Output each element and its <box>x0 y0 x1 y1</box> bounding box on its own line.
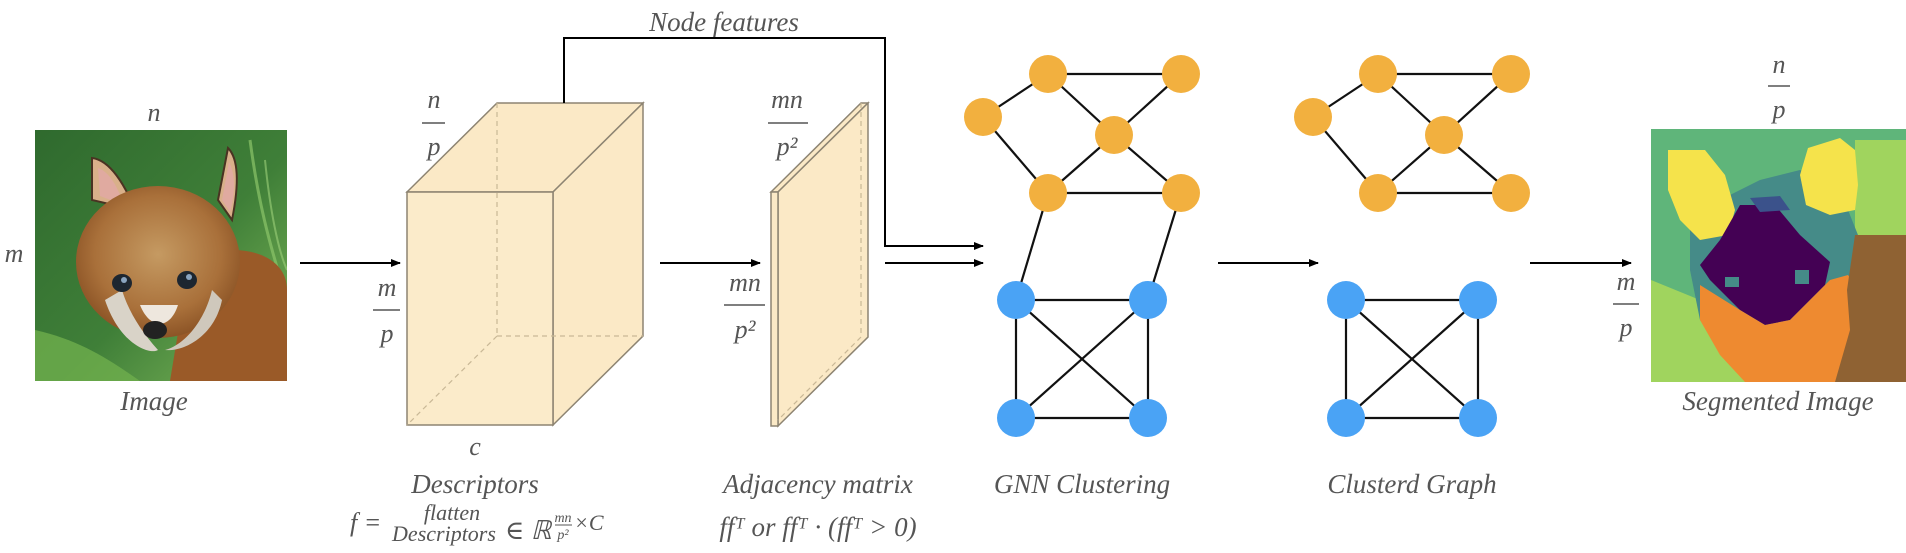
formula-exp-num: mn <box>554 511 571 526</box>
gnn-node-b3 <box>997 399 1035 437</box>
image-height-label: m <box>5 239 24 268</box>
adjacency-dims: mn p² mn p² <box>724 85 808 344</box>
slab-front-face <box>770 191 779 427</box>
adjacency-dim-left-num: mn <box>729 268 761 297</box>
node-features-connector <box>563 37 984 250</box>
descriptors-caption: Descriptors <box>410 469 539 499</box>
formula-exp-den: p² <box>556 528 569 543</box>
formula-in: ∈ ℝ <box>505 516 553 545</box>
gnn-node-b1 <box>997 281 1035 319</box>
fox-photo <box>35 130 287 381</box>
descriptors-dim-left-den: p <box>379 319 394 348</box>
segmented-dim-top-den: p <box>1771 95 1786 124</box>
descriptors-tensor <box>405 101 645 427</box>
descriptors-dim-top-num: n <box>428 85 441 114</box>
segmented-dim-left-den: p <box>1618 313 1633 342</box>
formula-over: flatten <box>424 500 480 525</box>
descriptors-dim-bottom: c <box>469 432 481 461</box>
adjacency-caption: Adjacency matrix <box>721 469 913 499</box>
input-image-stage: n m Image <box>5 98 287 416</box>
adjacency-dim-left-den: p² <box>733 315 757 344</box>
descriptors-dim-top-den: p <box>426 132 441 161</box>
clustered-node-a2 <box>1492 55 1530 93</box>
descriptors-dims: n p m p c <box>373 85 481 461</box>
clustered-node-b4 <box>1459 399 1497 437</box>
clustered-node-a5 <box>1359 174 1397 212</box>
gnn-node-a4 <box>1095 116 1133 154</box>
formula-lhs: f = <box>350 508 381 537</box>
segmented-dim-top-num: n <box>1773 50 1786 79</box>
gnn-clustering-graph <box>964 55 1200 437</box>
descriptors-formula: f = flatten Descriptors ∈ ℝ mn p² ×C <box>350 500 604 546</box>
clustered-node-b2 <box>1459 281 1497 319</box>
clustered-node-b1 <box>1327 281 1365 319</box>
gnn-edge-b2-b3 <box>1015 299 1149 419</box>
clustered-edge-b2-b3 <box>1345 299 1479 419</box>
segmented-caption: Segmented Image <box>1682 386 1873 416</box>
adjacency-matrix-slab <box>769 101 870 428</box>
cuboid-front-face <box>406 191 554 426</box>
clustered-node-a3 <box>1294 98 1332 136</box>
segmented-image <box>1651 129 1906 382</box>
formula-under: Descriptors <box>391 521 496 546</box>
gnn-caption: GNN Clustering <box>994 469 1170 499</box>
gnn-node-b4 <box>1129 399 1167 437</box>
segmented-dim-left-num: m <box>1617 267 1636 296</box>
gnn-node-a5 <box>1029 174 1067 212</box>
gnn-node-b2 <box>1129 281 1167 319</box>
image-width-label: n <box>148 98 161 127</box>
node-features-label: Node features <box>648 7 799 37</box>
clustered-node-a6 <box>1492 174 1530 212</box>
gnn-node-a3 <box>964 98 1002 136</box>
gnn-node-a2 <box>1162 55 1200 93</box>
adjacency-formula: ffᵀ or ffᵀ · (ffᵀ > 0) <box>719 512 916 542</box>
gnn-node-a1 <box>1029 55 1067 93</box>
adjacency-dim-top-den: p² <box>775 132 799 161</box>
gnn-node-a6 <box>1162 174 1200 212</box>
descriptors-dim-left-num: m <box>378 273 397 302</box>
segmented-dims: n p m p <box>1613 50 1790 342</box>
clustered-node-b3 <box>1327 399 1365 437</box>
clustered-graph <box>1294 55 1530 437</box>
image-caption: Image <box>119 386 187 416</box>
adjacency-dim-top-num: mn <box>771 85 803 114</box>
clustered-node-a1 <box>1359 55 1397 93</box>
clustered-node-a4 <box>1425 116 1463 154</box>
formula-exp-tail: ×C <box>574 510 604 535</box>
clustered-caption: Clusterd Graph <box>1327 469 1496 499</box>
